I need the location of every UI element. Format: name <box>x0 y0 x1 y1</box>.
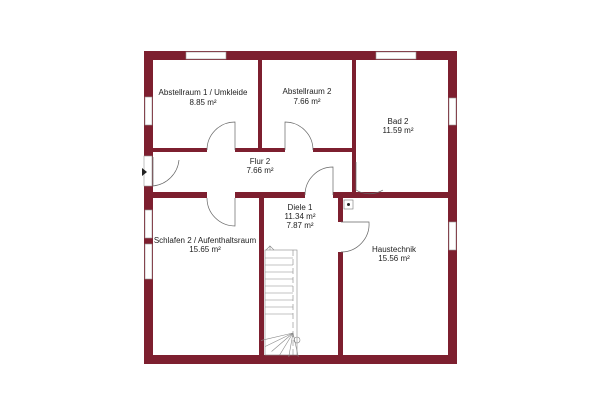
wall-diele-haustechnik-2 <box>338 252 343 355</box>
room-area: 7.66 m² <box>293 97 320 106</box>
wall-flur-north-1 <box>153 148 207 152</box>
walls <box>144 51 457 364</box>
room-area: 7.66 m² <box>246 166 273 175</box>
doors <box>142 121 384 253</box>
room-name: Diele 1 <box>288 203 313 212</box>
room-area: 11.59 m² <box>383 126 414 135</box>
wall-flur-south-3 <box>333 192 448 198</box>
stair-line <box>265 332 294 347</box>
door-abstellraum-2 <box>284 121 314 151</box>
room-area: 8.85 m² <box>189 98 216 107</box>
room-area: 15.65 m² <box>189 245 221 254</box>
room-name: Flur 2 <box>250 157 271 166</box>
wall-flur-north-3 <box>313 148 352 152</box>
door-haustechnik <box>340 221 370 253</box>
door-diele <box>304 166 334 196</box>
room-name: Schlafen 2 / Aufenthaltsraum <box>154 236 257 245</box>
wall-south <box>144 355 457 364</box>
window <box>185 51 227 60</box>
stair-line <box>288 332 294 357</box>
stair-line <box>292 332 299 357</box>
room-name: Abstellraum 1 / Umkleide <box>159 88 248 97</box>
windows <box>143 51 457 280</box>
wall-flur-south-2 <box>235 192 305 198</box>
window <box>375 51 417 60</box>
window <box>144 209 153 239</box>
room-area-secondary: 7.87 m² <box>286 221 313 230</box>
stair-line <box>264 249 298 356</box>
door-entry <box>152 157 180 187</box>
window <box>448 97 457 126</box>
door-bad <box>355 162 384 195</box>
room-area: 11.34 m² <box>285 212 316 221</box>
wall-west <box>144 51 153 364</box>
window <box>144 96 153 126</box>
room-name: Bad 2 <box>388 117 409 126</box>
shaft-dot-icon <box>347 203 350 206</box>
window <box>448 221 457 251</box>
wall-abst2-bad <box>352 60 356 192</box>
door-abstellraum-1 <box>206 121 236 151</box>
wall-flur-north-2 <box>235 148 285 152</box>
room-name: Abstellraum 2 <box>283 87 332 96</box>
room-labels: Abstellraum 1 / Umkleide 8.85 m² Abstell… <box>154 87 417 263</box>
wall-schlafen-diele <box>259 198 264 355</box>
door-schlafen <box>206 197 236 227</box>
stair-line <box>293 336 301 344</box>
room-area: 15.56 m² <box>378 254 410 263</box>
wall-diele-haustechnik-1 <box>338 198 343 222</box>
window <box>144 243 153 280</box>
wall-north <box>144 51 457 60</box>
room-name: Haustechnik <box>372 245 417 254</box>
entry-arrow-icon <box>142 168 147 176</box>
wall-abst1-abst2 <box>258 60 262 152</box>
stair-line <box>271 332 294 352</box>
wall-flur-south-1 <box>153 192 207 198</box>
stair-line <box>279 332 294 356</box>
staircase <box>260 245 301 357</box>
wall-east <box>448 51 457 364</box>
stair-line <box>260 332 294 341</box>
stair-line <box>265 245 275 251</box>
